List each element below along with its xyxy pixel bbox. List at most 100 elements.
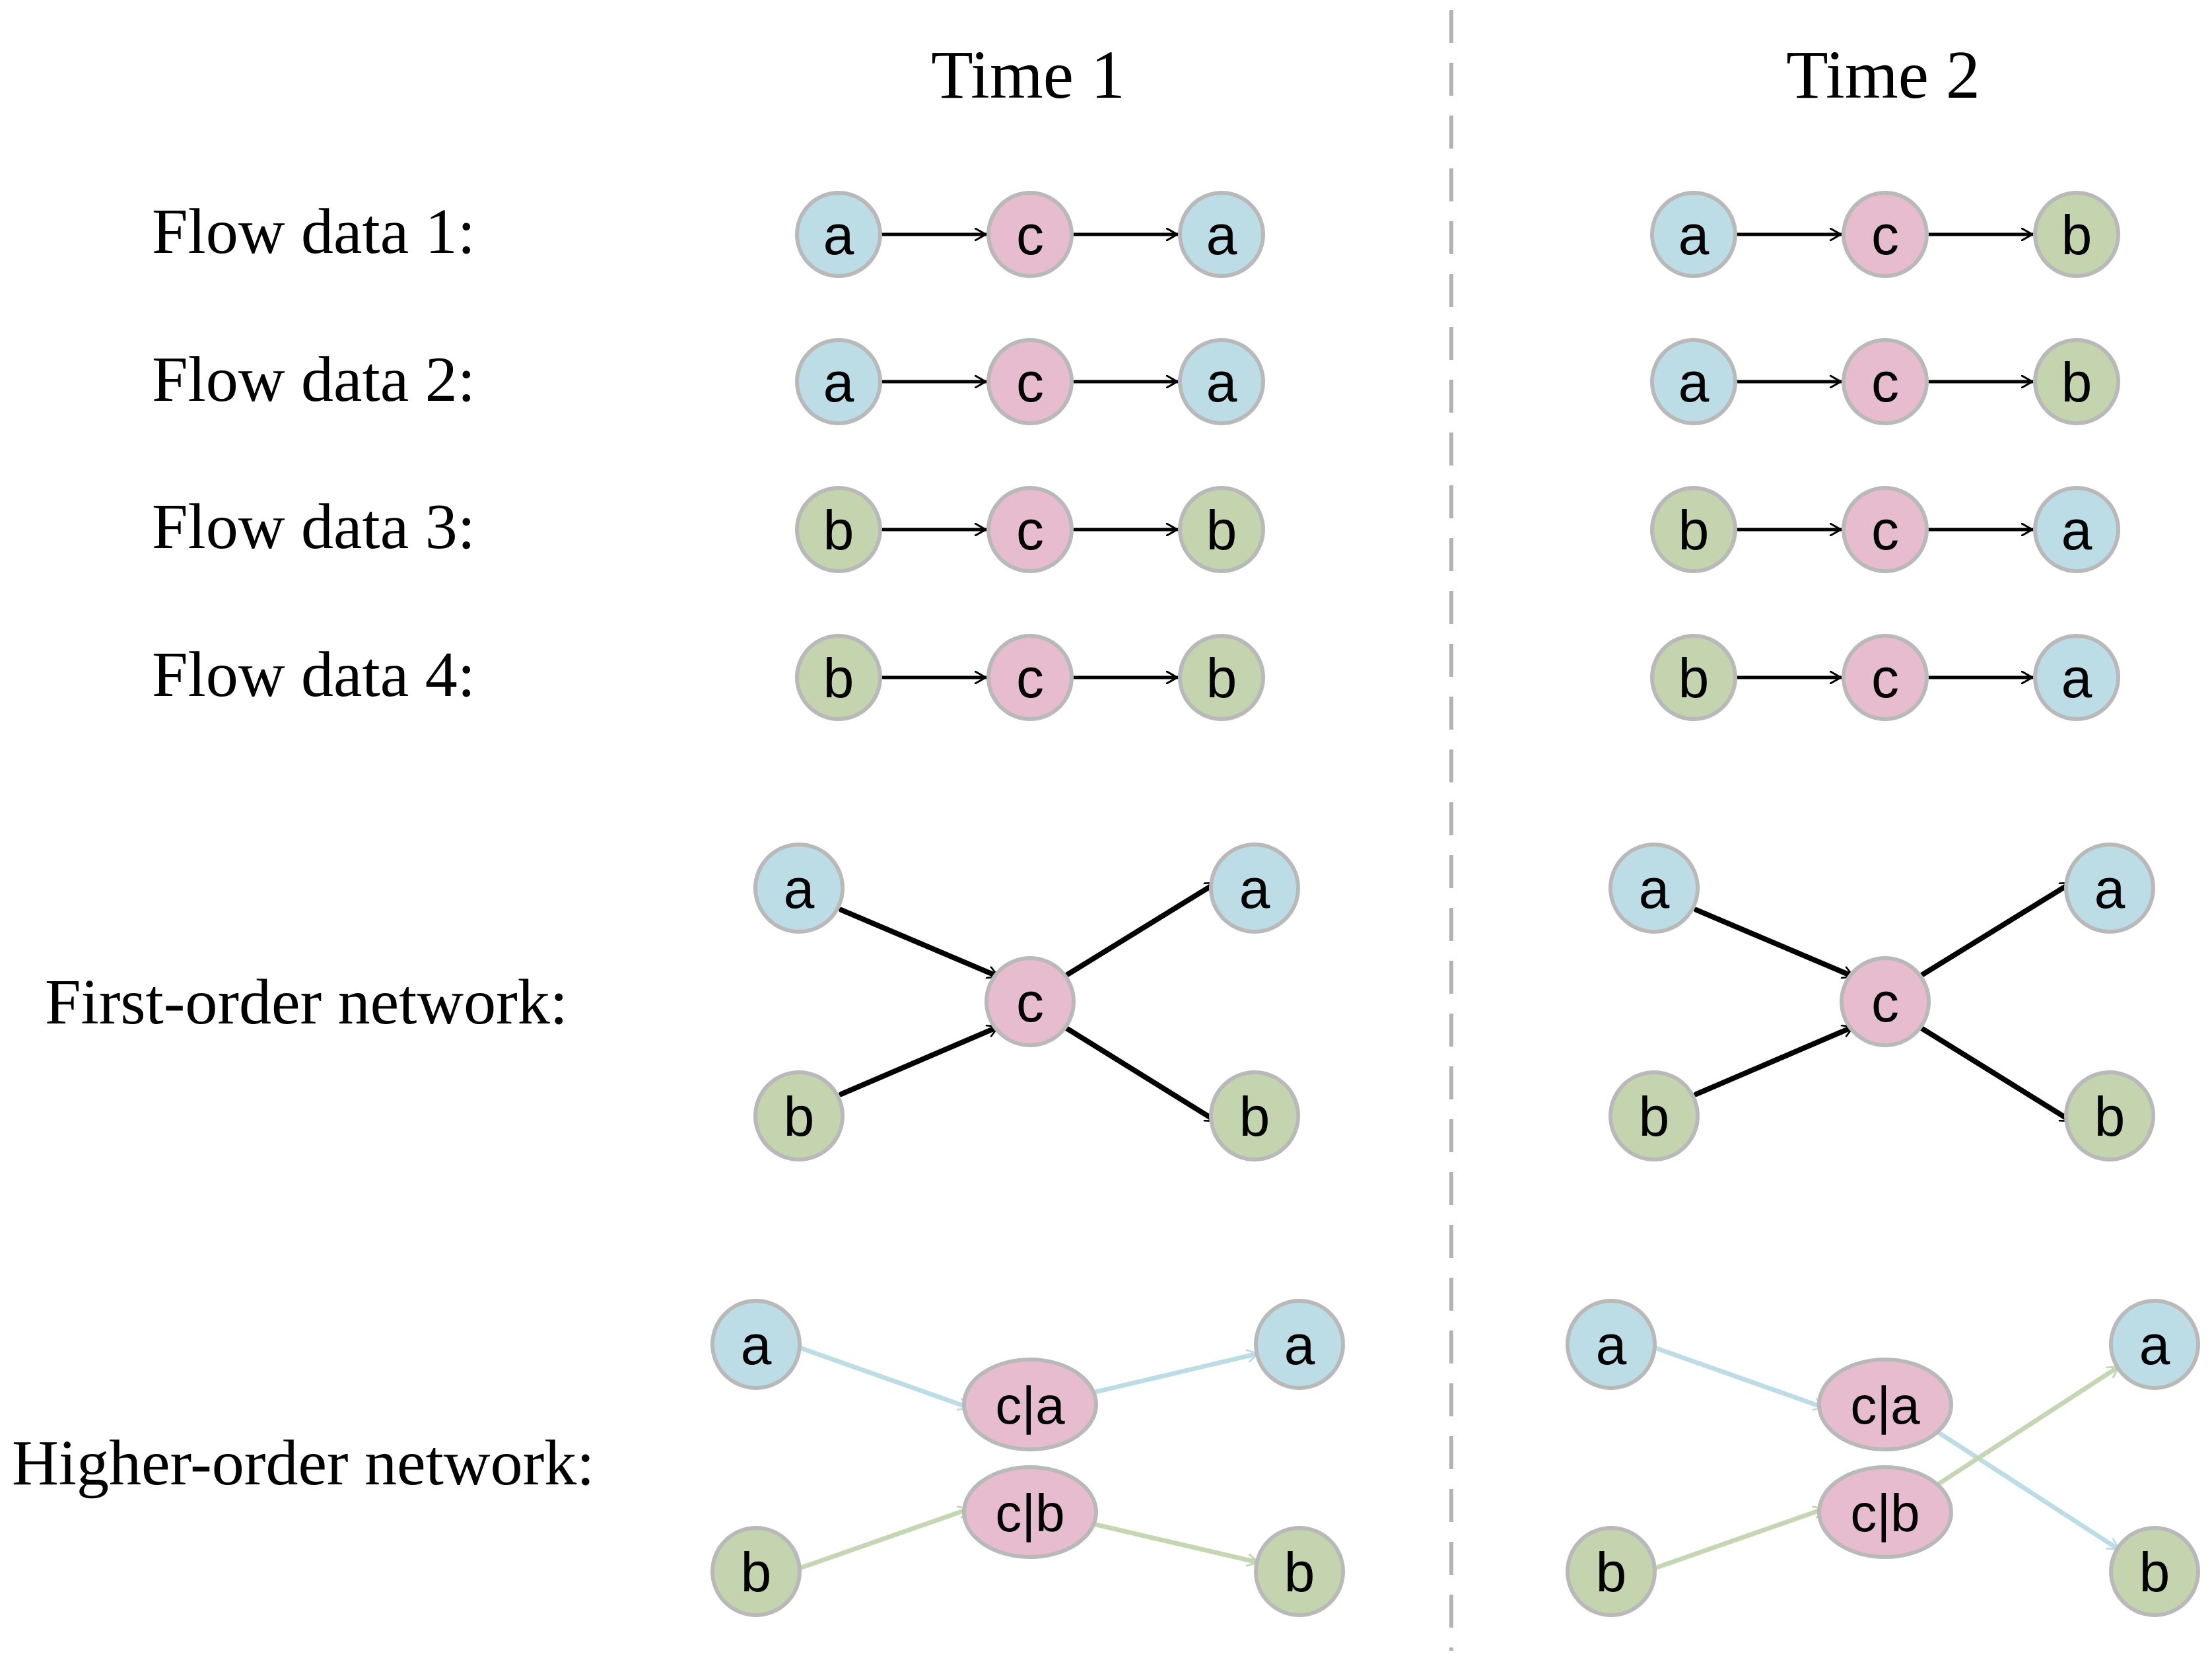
higher-order-t1-node-state-cb: c|b bbox=[962, 1465, 1098, 1559]
flow-1-t1-node-1-a: a bbox=[795, 191, 882, 278]
flow-2-t2-node-3-b-circle bbox=[2033, 338, 2120, 425]
flow-4-t2-node-3-a: a bbox=[2033, 634, 2120, 721]
flow-data-4-label: Flow data 4: bbox=[152, 639, 475, 710]
higher-order-t1-node-state-ca: c|a bbox=[962, 1358, 1098, 1451]
first-order-t1-edge-a-to-c bbox=[839, 907, 1001, 979]
higher-order-t1-node-in-a-circle bbox=[710, 1299, 802, 1390]
flow-4-t1-node-2-c-label: c bbox=[1016, 647, 1044, 709]
first-order-t1-node-out-a: a bbox=[1209, 843, 1300, 934]
flow-4-t2-node-1-b-label: b bbox=[1678, 647, 1710, 709]
flow-2-t1-node-3-a-label: a bbox=[1206, 351, 1237, 413]
higher-order-t2-node-state-ca: c|a bbox=[1817, 1358, 1953, 1451]
higher-order-t1-node-state-ca-label: c|a bbox=[995, 1376, 1065, 1435]
flow-2-t1-node-3-a: a bbox=[1178, 338, 1265, 425]
flow-1-t1-node-2-c-label: c bbox=[1016, 204, 1044, 266]
first-order-t1-edge-b-to-c bbox=[839, 1024, 1001, 1097]
flow-2-t2-node-1-a-circle bbox=[1650, 338, 1737, 425]
flow-4-t2-node-3-a-label: a bbox=[2061, 647, 2092, 709]
first-order-t1-node-out-b: b bbox=[1209, 1070, 1300, 1161]
flow-1-t2-node-3-b: b bbox=[2033, 191, 2120, 278]
higher-order-t2-node-out-b-label: b bbox=[2139, 1541, 2170, 1603]
flow-3-t2-node-2-c-label: c bbox=[1871, 499, 1899, 561]
first-order-t1-node-out-b-label: b bbox=[1239, 1086, 1270, 1148]
flow-3-t2-node-1-b-label: b bbox=[1678, 499, 1710, 561]
first-order-t2-edge-c-to-b bbox=[1916, 1023, 2074, 1124]
flow-2-t2-node-2-c-label: c bbox=[1871, 351, 1899, 413]
first-order-t2-node-in-b-label: b bbox=[1639, 1086, 1670, 1148]
first-order-t2-node-in-b-circle bbox=[1608, 1070, 1700, 1161]
first-order-t1-edge-c-to-b bbox=[1060, 1023, 1219, 1124]
flow-3-t1-node-2-c-label: c bbox=[1016, 499, 1044, 561]
first-order-t2-node-c-circle bbox=[1840, 956, 1931, 1047]
flow-1-t1-node-2-c: c bbox=[986, 191, 1074, 278]
flow-2-t1-node-2-c-label: c bbox=[1016, 351, 1044, 413]
higher-order-t2-node-in-a: a bbox=[1566, 1299, 1657, 1390]
first-order-t2-edge-a-to-c bbox=[1694, 907, 1856, 979]
flow-1-t2-node-2-c: c bbox=[1842, 191, 1929, 278]
higher-order-t1-node-in-b: b bbox=[710, 1526, 802, 1617]
flow-4-t2-node-2-c: c bbox=[1842, 634, 1929, 721]
flow-3-t2-node-1-b: b bbox=[1650, 486, 1737, 573]
flow-1-t2-node-1-a-circle bbox=[1650, 191, 1737, 278]
first-order-t1-node-in-a-label: a bbox=[784, 858, 815, 920]
first-order-t1-node-in-a: a bbox=[753, 843, 845, 934]
flow-4-t2-node-3-a-circle bbox=[2033, 634, 2120, 721]
higher-order-t2-edge-a-to-ca bbox=[1652, 1345, 1827, 1408]
higher-order-t2-node-out-a-label: a bbox=[2139, 1314, 2170, 1376]
flow-2-t2-node-1-a-label: a bbox=[1678, 351, 1710, 413]
flow-data-1-label: Flow data 1: bbox=[152, 196, 475, 267]
first-order-t2-node-in-a: a bbox=[1608, 843, 1700, 934]
higher-order-t2-node-out-b-circle bbox=[2109, 1526, 2200, 1617]
flow-4-t1-node-3-b: b bbox=[1178, 634, 1265, 721]
first-order-t1-node-in-a-circle bbox=[753, 843, 845, 934]
flow-3-t1-node-1-b-circle bbox=[795, 486, 882, 573]
first-order-t2-node-c: c bbox=[1840, 956, 1931, 1047]
higher-order-t2-node-out-b: b bbox=[2109, 1526, 2200, 1617]
first-order-t2-node-out-b: b bbox=[2064, 1070, 2155, 1161]
higher-order-t1-node-out-a: a bbox=[1254, 1299, 1345, 1390]
higher-order-t2-node-state-ca-label: c|a bbox=[1850, 1376, 1920, 1435]
flow-3-t1-node-3-b-circle bbox=[1178, 486, 1265, 573]
flow-4-t1-node-3-b-circle bbox=[1178, 634, 1265, 721]
flow-data-2-label: Flow data 2: bbox=[152, 344, 475, 415]
flow-1-t1-node-1-a-circle bbox=[795, 191, 882, 278]
first-order-t1-node-out-b-circle bbox=[1209, 1070, 1300, 1161]
higher-order-t1-edge-ca-to-a bbox=[1089, 1354, 1261, 1395]
flow-4-t1-node-1-b-label: b bbox=[823, 647, 854, 709]
flow-3-t1-node-1-b-label: b bbox=[823, 499, 854, 561]
flow-1-t2-node-1-a: a bbox=[1650, 191, 1737, 278]
first-order-t1-node-out-a-circle bbox=[1209, 843, 1300, 934]
flow-1-t2-node-1-a-label: a bbox=[1678, 204, 1710, 266]
flow-3-t1-node-2-c-circle bbox=[986, 486, 1074, 573]
first-order-t2-node-out-a: a bbox=[2064, 843, 2155, 934]
higher-order-t2-node-state-cb: c|b bbox=[1817, 1465, 1953, 1559]
flow-2-t1-node-2-c-circle bbox=[986, 338, 1074, 425]
flow-1-t1-node-3-a-circle bbox=[1178, 191, 1265, 278]
flow-2-t2-node-2-c: c bbox=[1842, 338, 1929, 425]
flow-4-t2-node-2-c-circle bbox=[1842, 634, 1929, 721]
first-order-t2-node-in-a-circle bbox=[1608, 843, 1700, 934]
higher-order-t1-node-out-b: b bbox=[1254, 1526, 1345, 1617]
first-order-network-label: First-order network: bbox=[45, 967, 568, 1038]
first-order-t1-node-in-b: b bbox=[753, 1070, 845, 1161]
flow-4-t1-node-1-b-circle bbox=[795, 634, 882, 721]
higher-order-t1-node-state-cb-circle bbox=[962, 1465, 1098, 1559]
higher-order-t2-edge-cb-to-a bbox=[1936, 1364, 2122, 1486]
flow-3-t2-node-3-a-label: a bbox=[2061, 499, 2092, 561]
higher-order-t2-node-out-a-circle bbox=[2109, 1299, 2200, 1390]
flow-2-t1-node-3-a-circle bbox=[1178, 338, 1265, 425]
higher-order-t1-node-state-cb-label: c|b bbox=[995, 1484, 1064, 1542]
first-order-t1-edge-c-to-a bbox=[1060, 880, 1219, 980]
flow-4-t2-node-2-c-label: c bbox=[1871, 647, 1899, 709]
flow-1-t2-node-3-b-circle bbox=[2033, 191, 2120, 278]
flow-4-t1-node-1-b: b bbox=[795, 634, 882, 721]
first-order-t1-node-out-a-label: a bbox=[1239, 858, 1270, 920]
flow-1-t1-node-3-a: a bbox=[1178, 191, 1265, 278]
higher-order-t1-node-out-a-circle bbox=[1254, 1299, 1345, 1390]
flow-2-t2-node-2-c-circle bbox=[1842, 338, 1929, 425]
higher-order-t2-node-state-cb-label: c|b bbox=[1850, 1484, 1919, 1542]
flow-3-t2-node-1-b-circle bbox=[1650, 486, 1737, 573]
flow-3-t1-node-2-c: c bbox=[986, 486, 1074, 573]
flow-3-t2-node-2-c-circle bbox=[1842, 486, 1929, 573]
